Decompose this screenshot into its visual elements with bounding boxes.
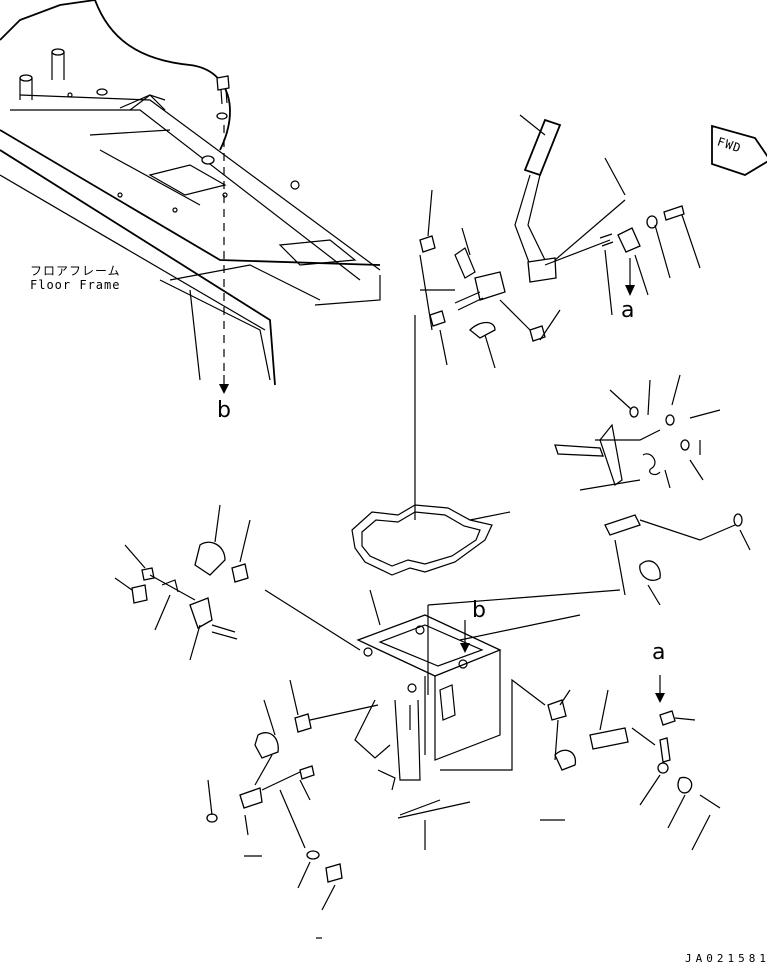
left-bracket-drawing: [114, 504, 251, 661]
reference-a-top: a: [621, 298, 635, 323]
reference-b-center: b: [472, 598, 486, 623]
reference-b-left: b: [217, 398, 231, 423]
floor-frame-label-jp: フロアフレーム: [30, 264, 121, 278]
linkage-rod-drawing: [554, 374, 751, 606]
shift-box-drawing: [264, 589, 621, 850]
gasket-drawing: [351, 315, 511, 576]
floor-frame-label-en: Floor Frame: [30, 278, 121, 292]
shift-lever-drawing: [419, 118, 685, 342]
reference-a-right: a: [652, 640, 666, 665]
fwd-arrow-icon: [711, 124, 767, 176]
leader-lines: [427, 114, 701, 369]
floor-frame-drawing: [0, 0, 381, 386]
lower-left-linkage-drawing: [206, 679, 343, 911]
lower-right-parts-drawing: [244, 675, 721, 939]
frame-bolt-assembly: [216, 75, 230, 394]
drawing-code: JA021581: [685, 952, 767, 965]
